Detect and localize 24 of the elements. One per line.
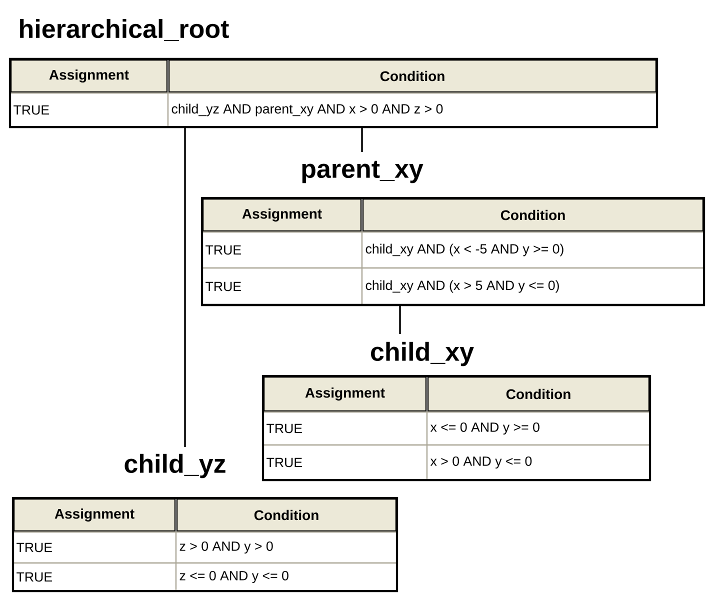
connector-line bbox=[399, 306, 401, 334]
table-cell: TRUE bbox=[262, 411, 428, 446]
table-cell: z <= 0 AND y <= 0 bbox=[175, 562, 398, 592]
header-cell: Assignment bbox=[202, 198, 362, 232]
table-title: child_xy bbox=[371, 342, 474, 366]
table-cell: TRUE bbox=[201, 231, 363, 269]
table-cell: z > 0 AND y > 0 bbox=[175, 531, 398, 564]
header-cell: Condition bbox=[427, 376, 650, 412]
table-title: parent_xy bbox=[302, 160, 424, 184]
table-cell: x > 0 AND y <= 0 bbox=[426, 444, 651, 481]
table-cell: TRUE bbox=[201, 267, 363, 306]
table-title: child_yz bbox=[124, 454, 226, 478]
table-cell: TRUE bbox=[12, 562, 177, 592]
table-cell: TRUE bbox=[12, 531, 177, 564]
connector-line bbox=[361, 128, 363, 152]
table-title: hierarchical_root bbox=[20, 19, 229, 42]
connector-line bbox=[184, 128, 186, 447]
table-cell: TRUE bbox=[262, 444, 428, 481]
table-cell: x <= 0 AND y >= 0 bbox=[426, 411, 651, 446]
header-cell: Assignment bbox=[13, 498, 176, 532]
header-cell: Condition bbox=[176, 498, 397, 532]
header-cell: Assignment bbox=[10, 59, 168, 93]
table-cell: TRUE bbox=[9, 92, 169, 128]
header-cell: Assignment bbox=[263, 376, 427, 412]
